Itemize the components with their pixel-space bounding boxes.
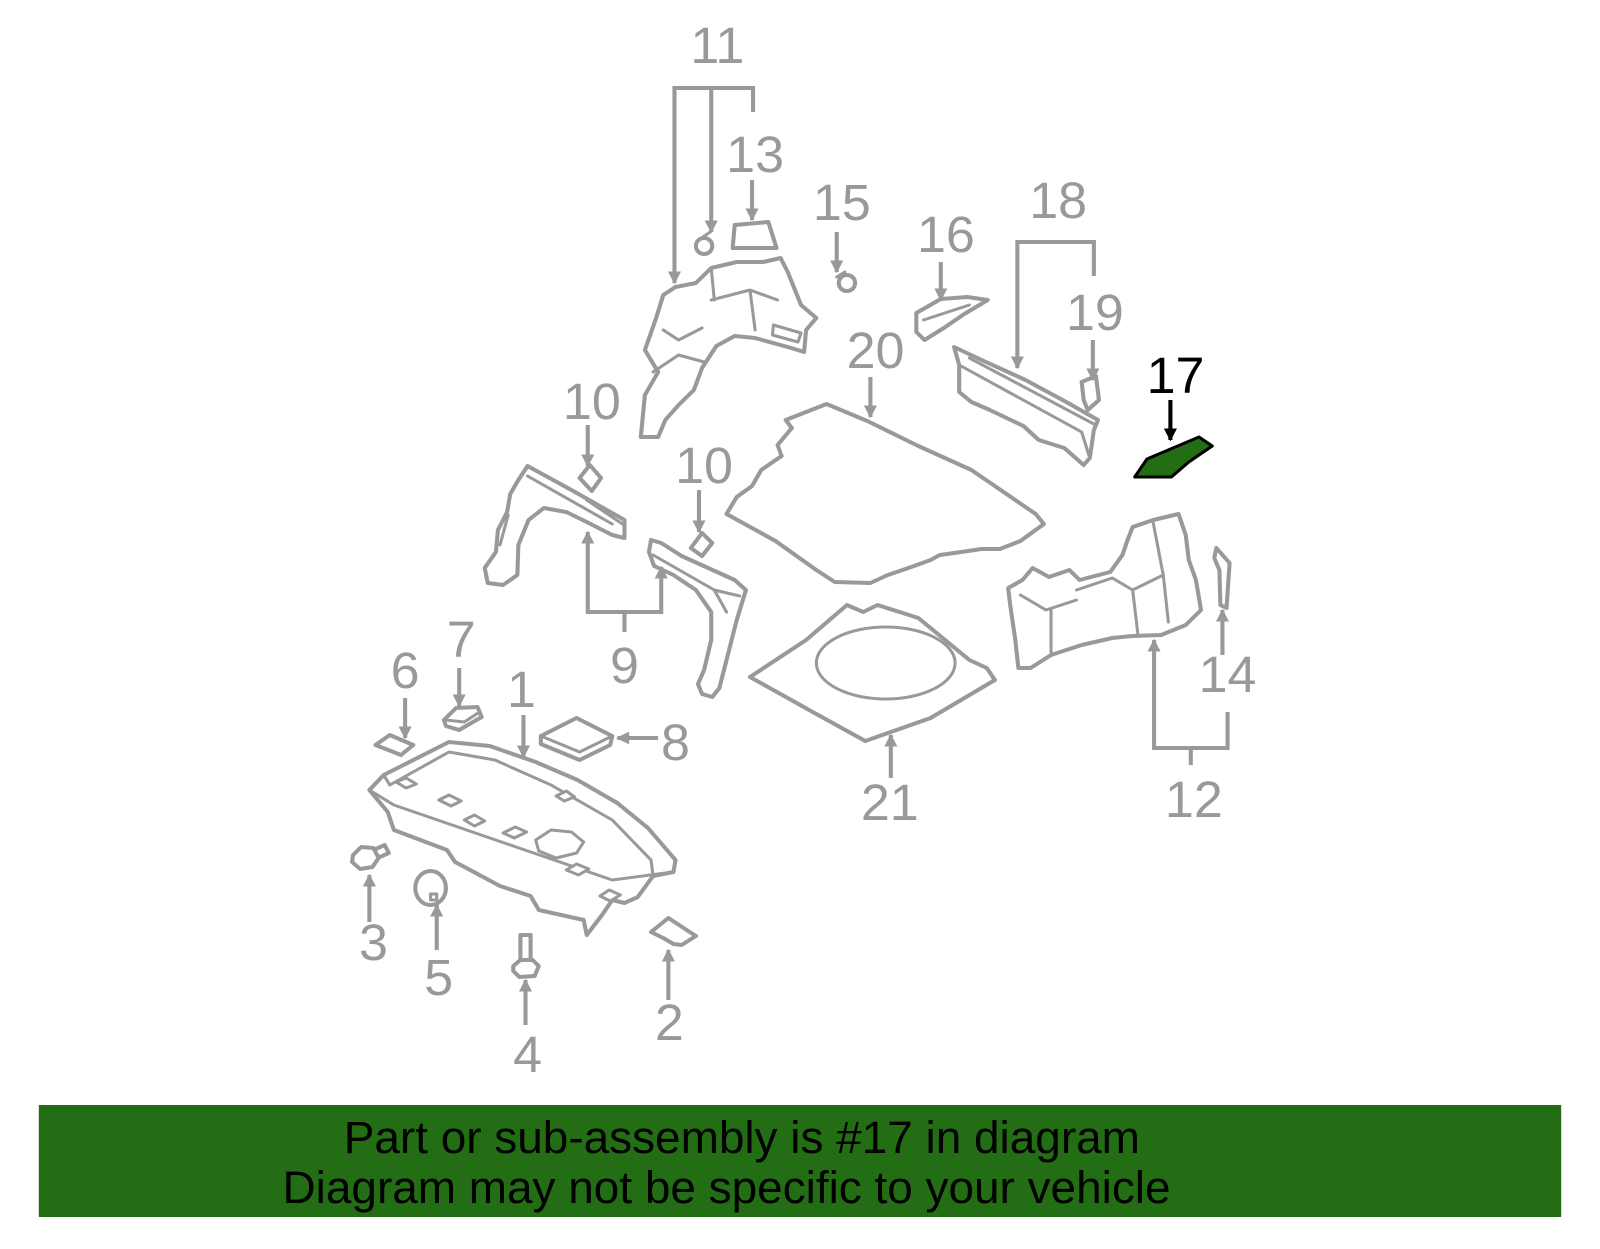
part-1-hole — [394, 776, 418, 790]
callout-6: 6 — [391, 641, 420, 698]
part-4-stud-shank — [518, 933, 533, 964]
part-3-bolt-head — [350, 845, 381, 871]
part-10-right-pad — [688, 531, 715, 558]
part-21-spare-recess — [814, 625, 957, 701]
info-banner-background — [38, 1105, 1562, 1217]
leader-11-bracket — [667, 86, 756, 285]
callout-13: 13 — [726, 125, 784, 182]
callout-2: 2 — [655, 993, 684, 1050]
callout-7: 7 — [447, 610, 476, 667]
info-banner: Part or sub-assembly is #17 in diagram D… — [38, 1105, 1562, 1217]
part-4-stud-nut — [511, 958, 541, 979]
part-1-hole — [554, 789, 577, 803]
part-7-detail — [444, 710, 482, 724]
part-20-floor-panel — [724, 402, 1046, 585]
callout-3: 3 — [359, 913, 388, 970]
part-11-clip — [693, 230, 715, 256]
part-15-clip-stem — [835, 270, 847, 279]
part-12-right-quarter-trim — [1006, 512, 1204, 670]
callout-17-highlighted: 17 — [1147, 346, 1205, 403]
callout-8: 8 — [661, 713, 690, 770]
callout-9: 9 — [610, 636, 639, 693]
part-8-outline — [538, 716, 615, 762]
part-18-rear-panel-trim — [952, 345, 1100, 467]
part-6-pad — [373, 733, 416, 757]
part-9-right-detail — [651, 553, 742, 614]
part-1-hole — [437, 793, 463, 808]
callout-10-right: 10 — [675, 436, 733, 493]
part-11-outline — [638, 256, 819, 439]
part-1-center-opening — [534, 828, 586, 860]
part-9-right-trim — [646, 538, 748, 699]
callout-12: 12 — [1165, 770, 1223, 827]
part-8-detail — [539, 734, 614, 754]
callout-10-left: 10 — [563, 372, 621, 429]
part-13-pad — [730, 220, 779, 250]
callout-19: 19 — [1066, 283, 1124, 340]
part-16-bracket — [914, 295, 990, 342]
part-9-right-outline — [646, 538, 748, 699]
part-9-left-trim — [482, 464, 627, 587]
callout-21: 21 — [861, 773, 919, 830]
part-15-clip — [835, 270, 858, 293]
part-2-bracket — [648, 916, 698, 947]
callout-5: 5 — [424, 948, 453, 1005]
part-7-outline — [441, 705, 484, 732]
part-8-pad — [538, 716, 615, 762]
part-12-detail — [1018, 520, 1170, 654]
part-11-clip-head — [693, 236, 715, 256]
leader-18-bracket — [1010, 240, 1096, 370]
part-19-pad — [1079, 374, 1102, 412]
part-1-outline — [367, 740, 678, 937]
part-11-left-quarter-trim — [638, 256, 819, 439]
part-1-package-tray — [367, 740, 678, 937]
part-1-hole — [462, 813, 487, 828]
callout-18: 18 — [1029, 171, 1087, 228]
part-1-hole — [598, 888, 622, 903]
part-15-clip-head — [836, 273, 858, 293]
part-10-left-pad — [577, 463, 604, 493]
part-4-stud — [511, 933, 541, 979]
part-14-strip — [1212, 546, 1232, 610]
part-1-hole — [501, 825, 529, 840]
callout-4: 4 — [513, 1025, 542, 1082]
part-3-bolt — [350, 843, 391, 871]
part-21-mat — [747, 603, 997, 743]
part-5-clip — [413, 869, 448, 907]
callout-1: 1 — [507, 660, 536, 717]
part-7-block — [441, 705, 484, 732]
part-18-outline — [952, 345, 1100, 467]
part-11-slot — [770, 323, 803, 344]
callout-20: 20 — [847, 321, 905, 378]
part-16-detail — [921, 303, 971, 322]
part-18-detail — [957, 356, 1096, 460]
part-17-highlighted — [1133, 435, 1214, 479]
callout-16: 16 — [917, 205, 975, 262]
info-banner-line-1: Part or sub-assembly is #17 in diagram — [344, 1112, 1140, 1162]
part-11-detail — [651, 266, 780, 374]
part-16-outline — [914, 295, 990, 342]
part-9-left-detail — [498, 474, 624, 547]
callout-11: 11 — [690, 16, 744, 73]
part-1-hole — [564, 862, 591, 877]
info-banner-line-2: Diagram may not be specific to your vehi… — [283, 1162, 1171, 1212]
part-5-clip-center — [429, 892, 439, 902]
callout-15: 15 — [813, 173, 871, 230]
part-12-outline — [1006, 512, 1204, 670]
callout-14: 14 — [1199, 645, 1257, 702]
